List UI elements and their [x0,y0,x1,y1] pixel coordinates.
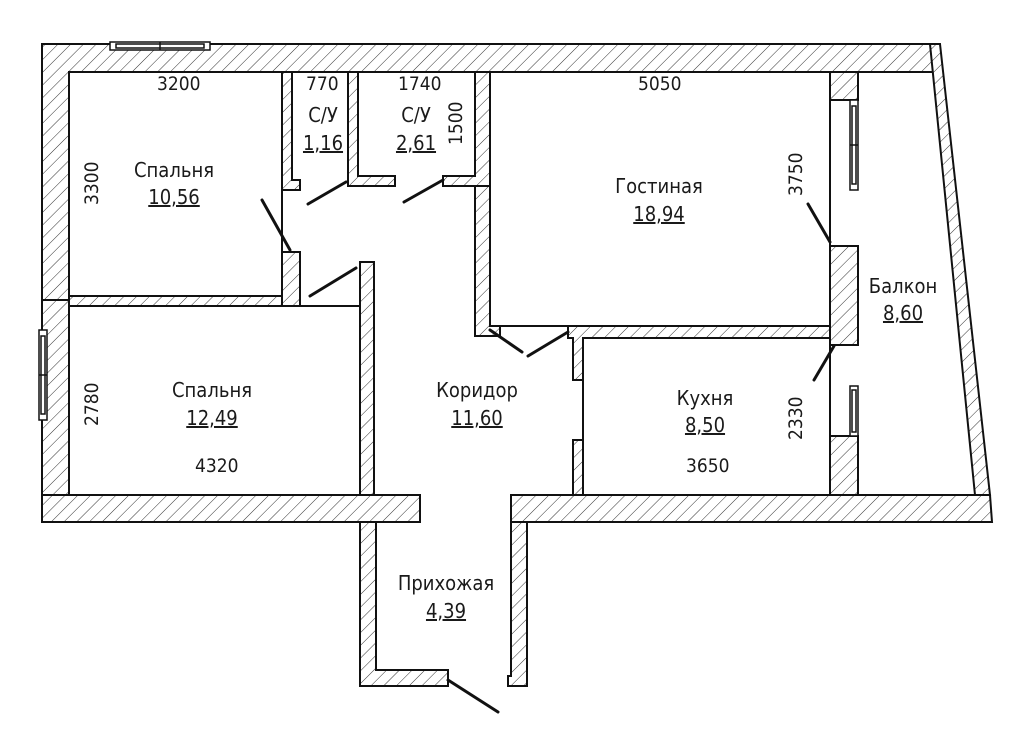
window-kitchen-balcony [849,385,859,437]
room-name-living: Гостиная [615,174,703,198]
dimension-labels: 3200 3300 770 1740 1500 5050 3750 2780 4… [81,73,807,477]
room-area-wc1: 1,16 [303,131,343,155]
partition-living-kitchen [567,325,831,381]
partition-bedrooms [68,295,291,307]
room-area-corridor: 11,60 [451,406,503,430]
window-living-balcony [849,99,859,191]
room-area-bedroom2: 12,49 [186,406,238,430]
partition-kitchen-left-lower [572,439,584,496]
room-name-bedroom2: Спальня [172,378,252,402]
room-name-kitchen: Кухня [677,386,734,410]
partition-wc [347,71,396,187]
dim-wc1-width: 770 [306,73,339,95]
dim-bedroom2-height: 2780 [81,383,103,427]
dim-living-width: 5050 [638,73,682,95]
door-kitchen [526,330,570,358]
room-area-hall: 4,39 [426,599,466,623]
dim-living-height: 3750 [785,153,807,197]
dim-bedroom1-width: 3200 [157,73,201,95]
door-bedroom2 [308,266,358,298]
room-area-wc2: 2,61 [396,131,436,155]
door-wc2 [402,178,445,204]
exterior-wall-bottom-right [510,494,994,523]
room-outlines [68,71,831,496]
room-labels: Спальня 10,56 С/У 1,16 С/У 2,61 Гостиная… [134,103,937,623]
room-area-living: 18,94 [633,202,685,226]
partition-bedroom1-right-lower [281,251,301,307]
balcony-wall-lower [829,435,859,496]
exterior-wall-bottom-left [41,494,421,523]
windows [38,41,859,437]
room-name-bedroom1: Спальня [134,158,214,182]
door-bedroom1 [260,198,292,252]
window-top-bedroom1 [109,41,211,51]
partition-bedroom1-right [281,71,301,191]
door-balcony-living [806,202,832,244]
hall-wall-left [359,521,449,687]
dim-kitchen-width: 3650 [686,455,730,477]
walls [41,43,994,687]
dim-bedroom1-height: 3300 [81,162,103,206]
room-area-kitchen: 8,50 [685,413,725,437]
room-area-balcony: 8,60 [883,301,923,325]
door-wc1 [306,180,348,206]
door-living [488,328,524,354]
doors [260,178,836,714]
partition-living-left [474,185,501,337]
room-name-balcony: Балкон [869,274,938,298]
room-name-hall: Прихожая [398,571,494,595]
room-area-bedroom1: 10,56 [148,185,200,209]
dim-wc2-height: 1500 [445,102,467,146]
room-name-wc1: С/У [308,103,338,127]
dim-wc2-width: 1740 [398,73,442,95]
balcony-wall-middle [829,245,859,346]
room-name-wc2: С/У [401,103,431,127]
dim-kitchen-height: 2330 [785,397,807,441]
door-balcony-kitchen [812,344,836,382]
room-name-corridor: Коридор [436,378,518,402]
door-entrance [446,678,500,714]
partition-bedroom2-right [359,261,375,496]
window-left-bedroom2 [38,329,48,421]
dim-bedroom2-width: 4320 [195,455,239,477]
balcony-wall-right [928,43,992,496]
hall-wall-right [507,521,528,687]
